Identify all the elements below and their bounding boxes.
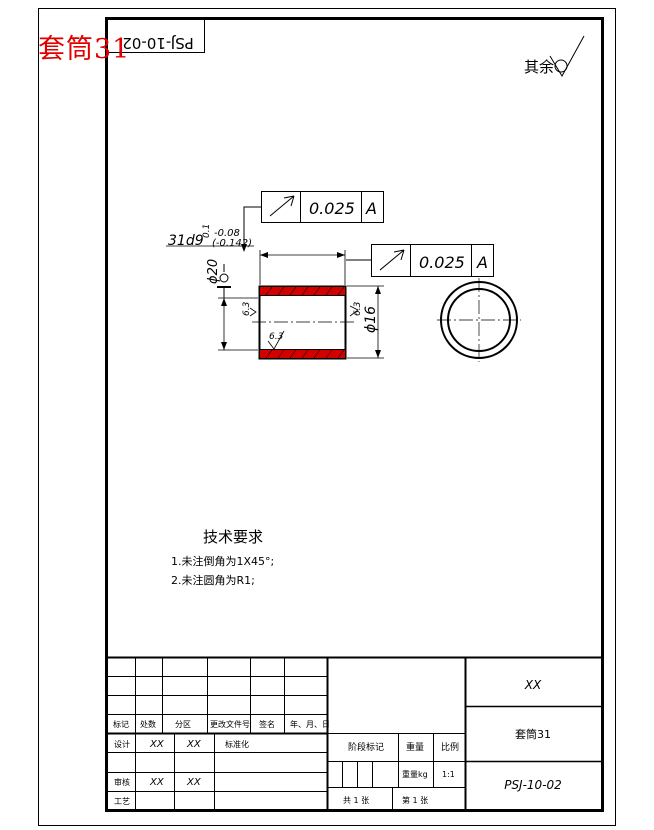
technical-requirements: 技术要求 1.未注倒角为1X45°; 2.未注圆角为R1; — [171, 528, 274, 587]
rotated-drawing-number-box: PSJ-10-02 — [106, 18, 205, 53]
rev-header-zone: 分区 — [175, 720, 191, 729]
stage-marking-label: 阶段标记 — [348, 741, 384, 753]
sheets-total: 共 1 张 — [343, 796, 369, 805]
rev-header-sign: 签名 — [259, 719, 275, 729]
tolerance-datum-1: A — [365, 199, 377, 218]
tech-req-item-2: 2.未注圆角为R1; — [171, 573, 255, 587]
runout-arrow-icon — [269, 195, 295, 217]
roughness-right-value: 6.3 — [353, 301, 363, 316]
rev-header-count: 处数 — [140, 719, 156, 729]
roughness-inner-value: 6.3 — [269, 332, 284, 342]
tolerance-frame-1: 0.025 A — [241, 191, 384, 252]
sheet-number: 第 1 张 — [402, 795, 428, 805]
review-name: XX — [149, 777, 165, 788]
length-value: 31d9 — [168, 233, 204, 249]
roughness-left-value: 6.3 — [242, 301, 252, 316]
design-date: XX — [186, 739, 202, 750]
length-deviation: -0.08 — [214, 228, 240, 239]
tolerance-value-1: 0.025 — [309, 199, 355, 218]
tech-req-heading: 技术要求 — [203, 528, 263, 546]
design-label: 设计 — [114, 739, 130, 749]
process-label: 工艺 — [114, 797, 130, 806]
part-name: 套筒31 — [515, 727, 551, 741]
roughness-symbol-icon — [549, 35, 585, 78]
scale-label: 比例 — [441, 741, 459, 753]
review-date: XX — [186, 777, 202, 788]
sleeve-end-view — [437, 278, 521, 362]
roughness-circle-icon — [554, 59, 568, 73]
tolerance-frame-2: 0.025 A — [346, 244, 494, 277]
rev-header-date: 年、月、日 — [290, 719, 330, 729]
surface-finish-label: 其余 — [524, 58, 554, 76]
length-deviation-2: (-0.142) — [212, 238, 252, 249]
outer-border — [38, 8, 616, 826]
rev-header-mark: 标记 — [113, 719, 129, 729]
length-dimension: 31d9 -0.08 (-0.142) — [166, 228, 346, 285]
sleeve-section-view: 6.3 — [252, 285, 355, 360]
outer-diameter-tolerance: 0.1 — [202, 224, 212, 238]
weight-value: 重量kg — [402, 769, 428, 779]
standardization-label: 标准化 — [225, 739, 249, 749]
review-label: 审核 — [114, 777, 130, 787]
section-band-bottom — [260, 350, 345, 358]
overlay-title: 套筒31 — [38, 34, 131, 65]
scale-value: 1:1 — [442, 770, 455, 779]
tolerance-datum-2: A — [476, 253, 488, 272]
section-band-top — [260, 287, 345, 295]
outer-diameter-value: ϕ20 — [206, 259, 221, 284]
design-name: XX — [149, 739, 165, 750]
weight-label: 重量 — [406, 741, 424, 753]
drawing-number: PSJ-10-02 — [504, 778, 562, 792]
surface-finish-note: 其余 — [524, 35, 585, 78]
inner-frame — [105, 17, 604, 812]
rotated-drawing-number: PSJ-10-02 — [122, 34, 193, 52]
height-dimension-left: 6.3 — [218, 297, 258, 351]
company-name: XX — [524, 678, 542, 692]
outer-diameter-dimension: ϕ20 0.1 — [202, 224, 231, 298]
tech-req-item-1: 1.未注倒角为1X45°; — [171, 554, 274, 568]
title-block: 标记 处数 分区 更改文件号 签名 年、月、日 设计 XX XX 标准化 审核 … — [106, 656, 602, 810]
rev-header-doc: 更改文件号 — [210, 719, 250, 729]
runout-arrow-icon-2 — [379, 249, 405, 271]
inner-diameter-dimension: ϕ16 6.3 — [347, 285, 384, 359]
tolerance-value-2: 0.025 — [419, 253, 465, 272]
inner-diameter-value: ϕ16 — [363, 306, 379, 333]
